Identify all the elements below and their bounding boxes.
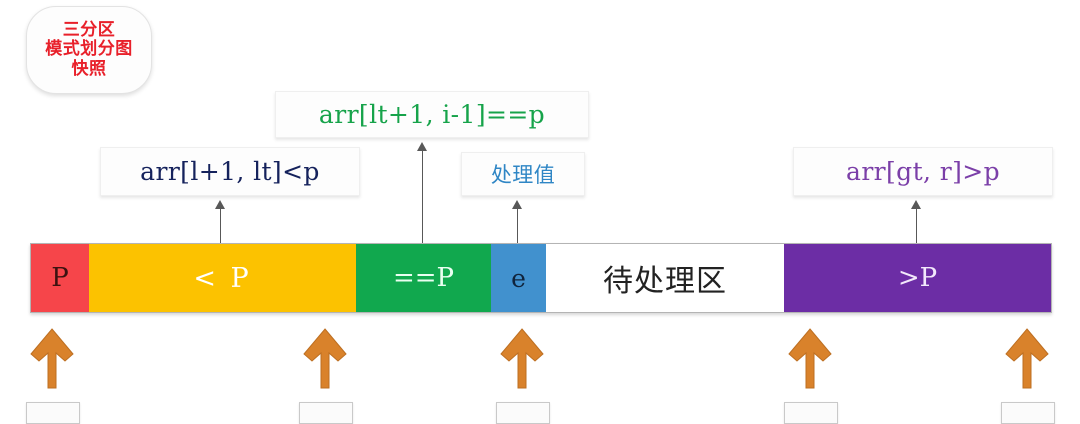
label-equal-region: arr[lt+1, i-1]==p (275, 91, 589, 138)
connector-arrow-current-icon (511, 200, 524, 244)
pointer-arrow-up-icon-1 (29, 328, 75, 390)
pointer-arrow-up-icon-5 (1004, 328, 1050, 390)
bar-segment-unhandled: 待处理区 (546, 244, 784, 312)
pointer-label-box-5 (1001, 402, 1055, 424)
bar-segment-current: e (491, 244, 546, 312)
label-less-than-region-text: arr[l+1, lt]<p (140, 157, 320, 186)
bar-segment-less: < P (89, 244, 356, 312)
label-current-value: 处理值 (461, 152, 585, 196)
label-greater-than-region-text: arr[gt, r]>p (846, 157, 1000, 186)
bar-segment-greater: >P (784, 244, 1051, 312)
bar-segment-pivot: P (31, 244, 89, 312)
label-equal-region-text: arr[lt+1, i-1]==p (318, 100, 546, 129)
pointer-label-box-4 (784, 402, 838, 424)
pointer-arrow-up-icon-2 (302, 328, 348, 390)
pointer-arrow-up-icon-3 (499, 328, 545, 390)
snapshot-badge: 三分区 模式划分图 快照 (26, 6, 152, 94)
connector-arrow-equal-icon (416, 142, 429, 244)
pointer-label-box-1 (26, 402, 80, 424)
badge-line-3: 快照 (71, 58, 107, 79)
pointer-label-box-2 (299, 402, 353, 424)
badge-line-1: 三分区 (62, 20, 116, 41)
pointer-arrow-up-icon-4 (787, 328, 833, 390)
connector-arrow-less-than-icon (214, 200, 227, 244)
badge-line-2: 模式划分图 (45, 39, 133, 60)
label-current-value-text: 处理值 (490, 163, 556, 187)
label-less-than-region: arr[l+1, lt]<p (100, 147, 360, 196)
bar-segment-equal: ==P (356, 244, 491, 312)
pointer-label-box-3 (496, 402, 550, 424)
partition-bar: P < P ==P e 待处理区 >P (30, 243, 1052, 313)
label-greater-than-region: arr[gt, r]>p (793, 147, 1053, 196)
connector-arrow-greater-than-icon (910, 200, 923, 244)
